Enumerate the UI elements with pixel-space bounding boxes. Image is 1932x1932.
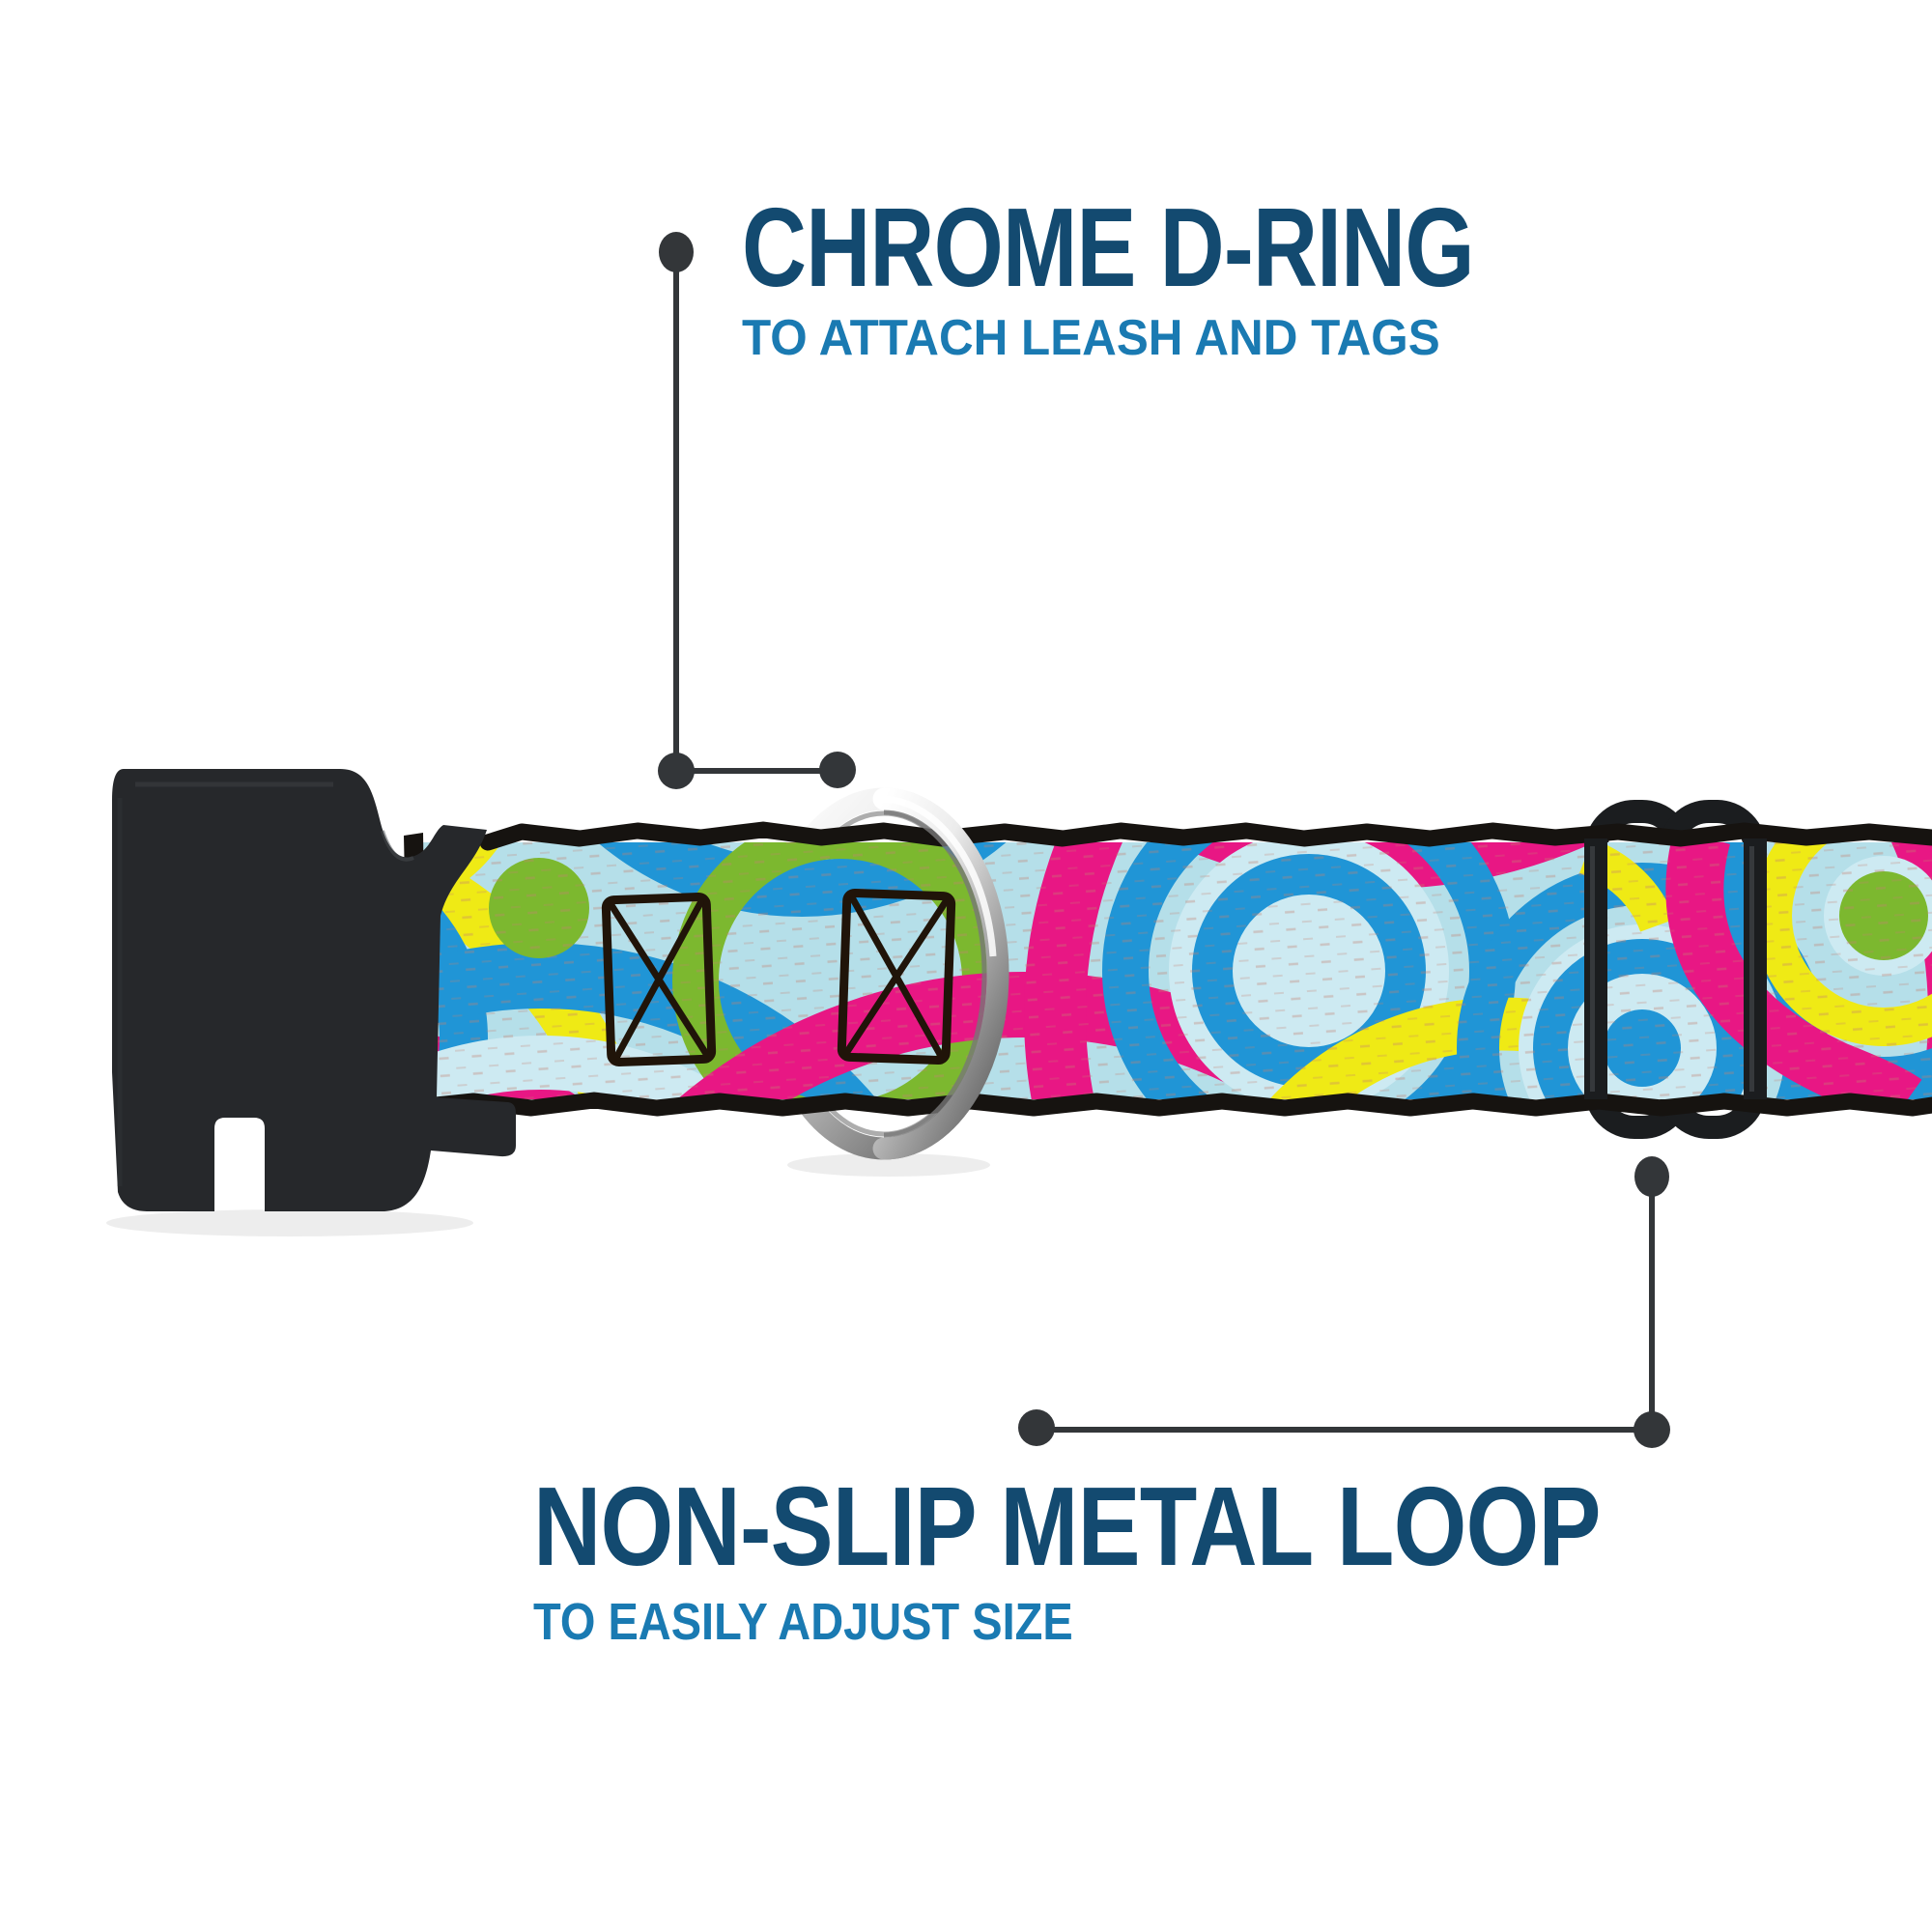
buckle-shadow (106, 1209, 473, 1236)
stitch-box-left (601, 893, 717, 1066)
dring-callout-title: CHROME D-RING (742, 185, 1475, 310)
buckle (112, 769, 516, 1211)
callout-dot (658, 753, 695, 789)
webbing-top-edge (479, 821, 1932, 851)
loop-callout-title: NON-SLIP METAL LOOP (533, 1463, 1601, 1589)
callout-dot (1634, 1411, 1670, 1448)
dring-callout-subtitle: TO ATTACH LEASH AND TAGS (742, 310, 1440, 366)
metal-loop-slider (1584, 838, 1767, 1099)
webbing-bottom-edge (409, 1092, 1932, 1117)
dring-callout-line (658, 232, 856, 789)
callout-dot (659, 232, 694, 272)
callout-dot (819, 752, 856, 788)
chrome-d-ring (872, 787, 1009, 1160)
callout-dot (1634, 1156, 1669, 1197)
loop-callout-subtitle: TO EASILY ADJUST SIZE (533, 1593, 1073, 1651)
stitch-box-right (837, 888, 956, 1065)
dring-shadow (787, 1153, 990, 1177)
loop-callout-line (1018, 1156, 1670, 1448)
callout-dot (1018, 1409, 1055, 1446)
